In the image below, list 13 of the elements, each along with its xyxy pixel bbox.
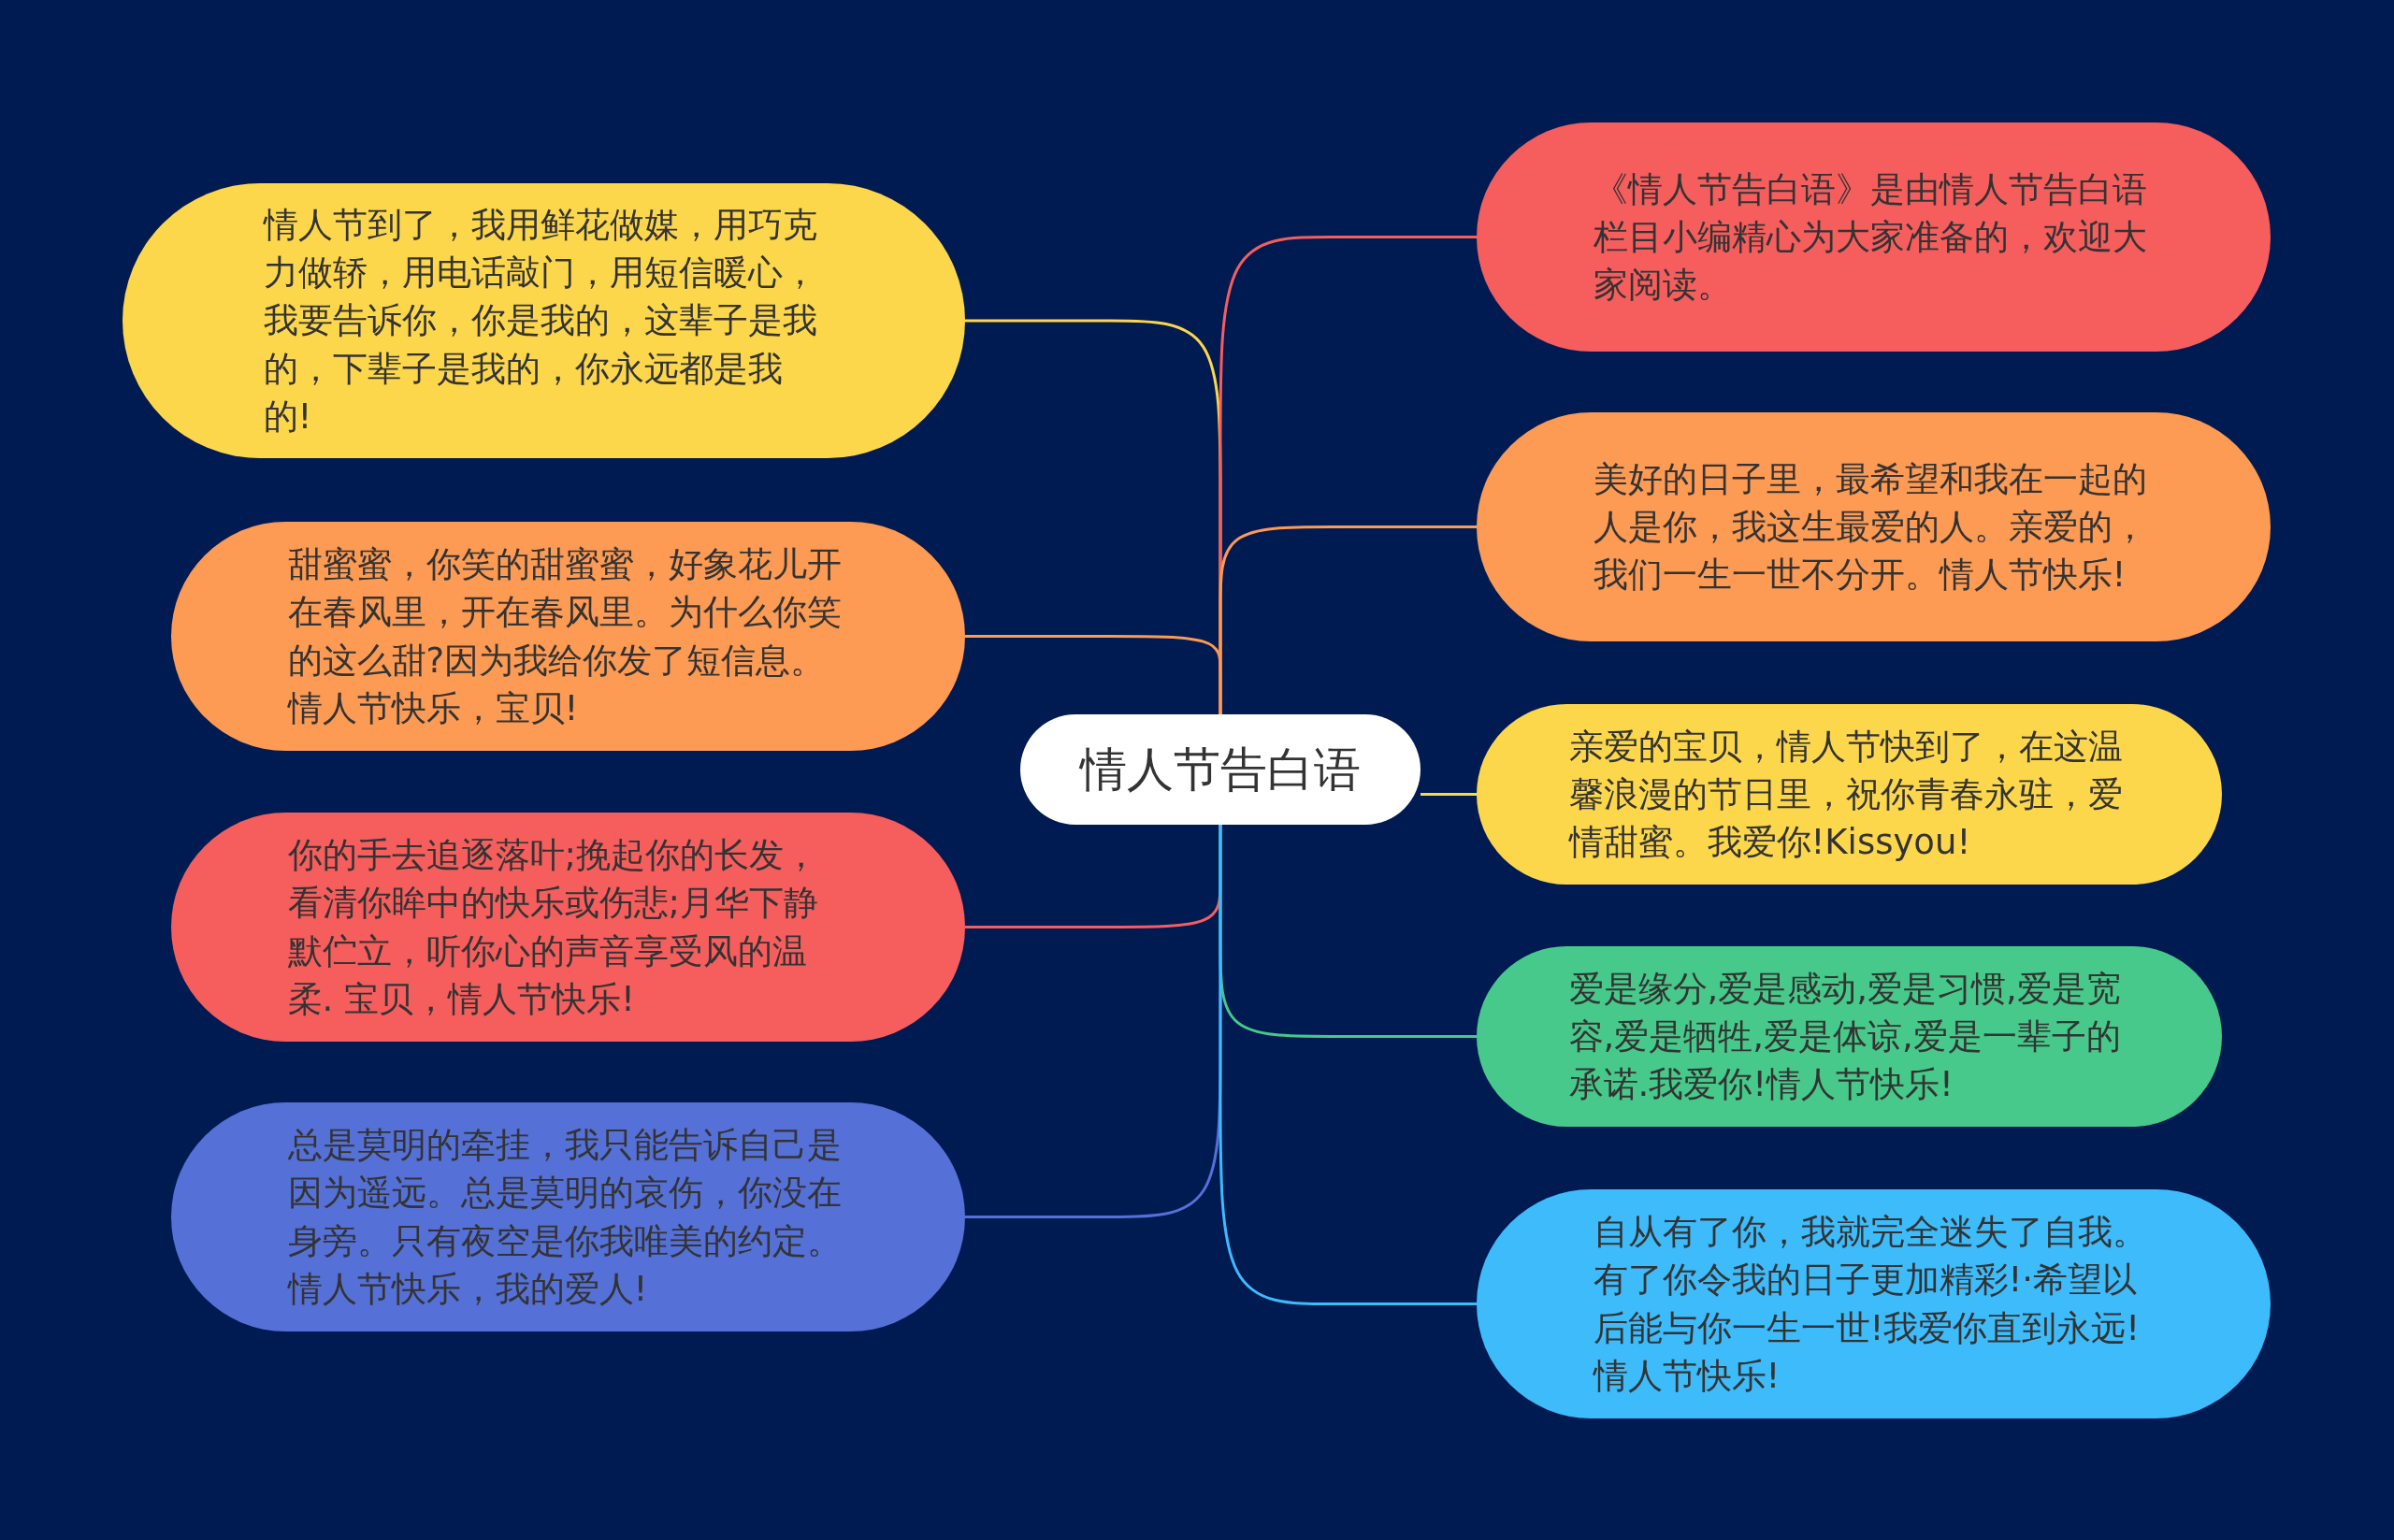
connector-line xyxy=(1219,825,1477,1305)
central-topic-text: 情人节告白语 xyxy=(1080,741,1361,799)
topic-text: 甜蜜蜜，你笑的甜蜜蜜，好象花儿开在春风里，开在春风里。为什么你笑的这么甜?因为我给你发了短信息。情人节快乐，宝贝! xyxy=(287,543,843,730)
topic-text: 《情人节告白语》是由情人节告白语栏目小编精心为大家准备的，欢迎大家阅读。 xyxy=(1593,167,2148,307)
topic-text: 总是莫明的牵挂，我只能告诉自己是因为遥远。总是莫明的哀伤，你没在身旁。只有夜空是你我唯美的约定。情人节快乐，我的爱人! xyxy=(287,1124,843,1311)
connector-line xyxy=(1419,793,1477,796)
topic-text: 亲爱的宝贝，情人节快到了，在这温馨浪漫的节日里，祝你青春永驻，爱情甜蜜。我爱你!Kissyou! xyxy=(1568,725,2124,864)
connector-line xyxy=(1219,525,1477,714)
topic-text: 自从有了你，我就完全迷失了自我。有了你令我的日子更加精彩!·希望以后能与你一生一世!我爱你直到永远!情人节快乐! xyxy=(1593,1211,2148,1398)
topic-text: 爱是缘分,爱是感动,爱是习惯,爱是宽容,爱是牺牲,爱是体谅,爱是一辈子的承诺.我爱你!情人节快乐! xyxy=(1568,967,2122,1106)
topic-text: 美好的日子里，最希望和我在一起的人是你，我这生最爱的人。亲爱的，我们一生一世不分开。情人节快乐! xyxy=(1593,457,2148,597)
topic-text: 你的手去追逐落叶;挽起你的长发，看清你眸中的快乐或伤悲;月华下静默伫立，听你心的声音享受风的温柔. 宝贝，情人节快乐! xyxy=(287,834,819,1021)
topic-text: 情人节到了，我用鲜花做媒，用巧克力做轿，用电话敲门，用短信暖心，我要告诉你，你是我的，这辈子是我的，下辈子是我的，你永远都是我的! xyxy=(263,204,818,439)
